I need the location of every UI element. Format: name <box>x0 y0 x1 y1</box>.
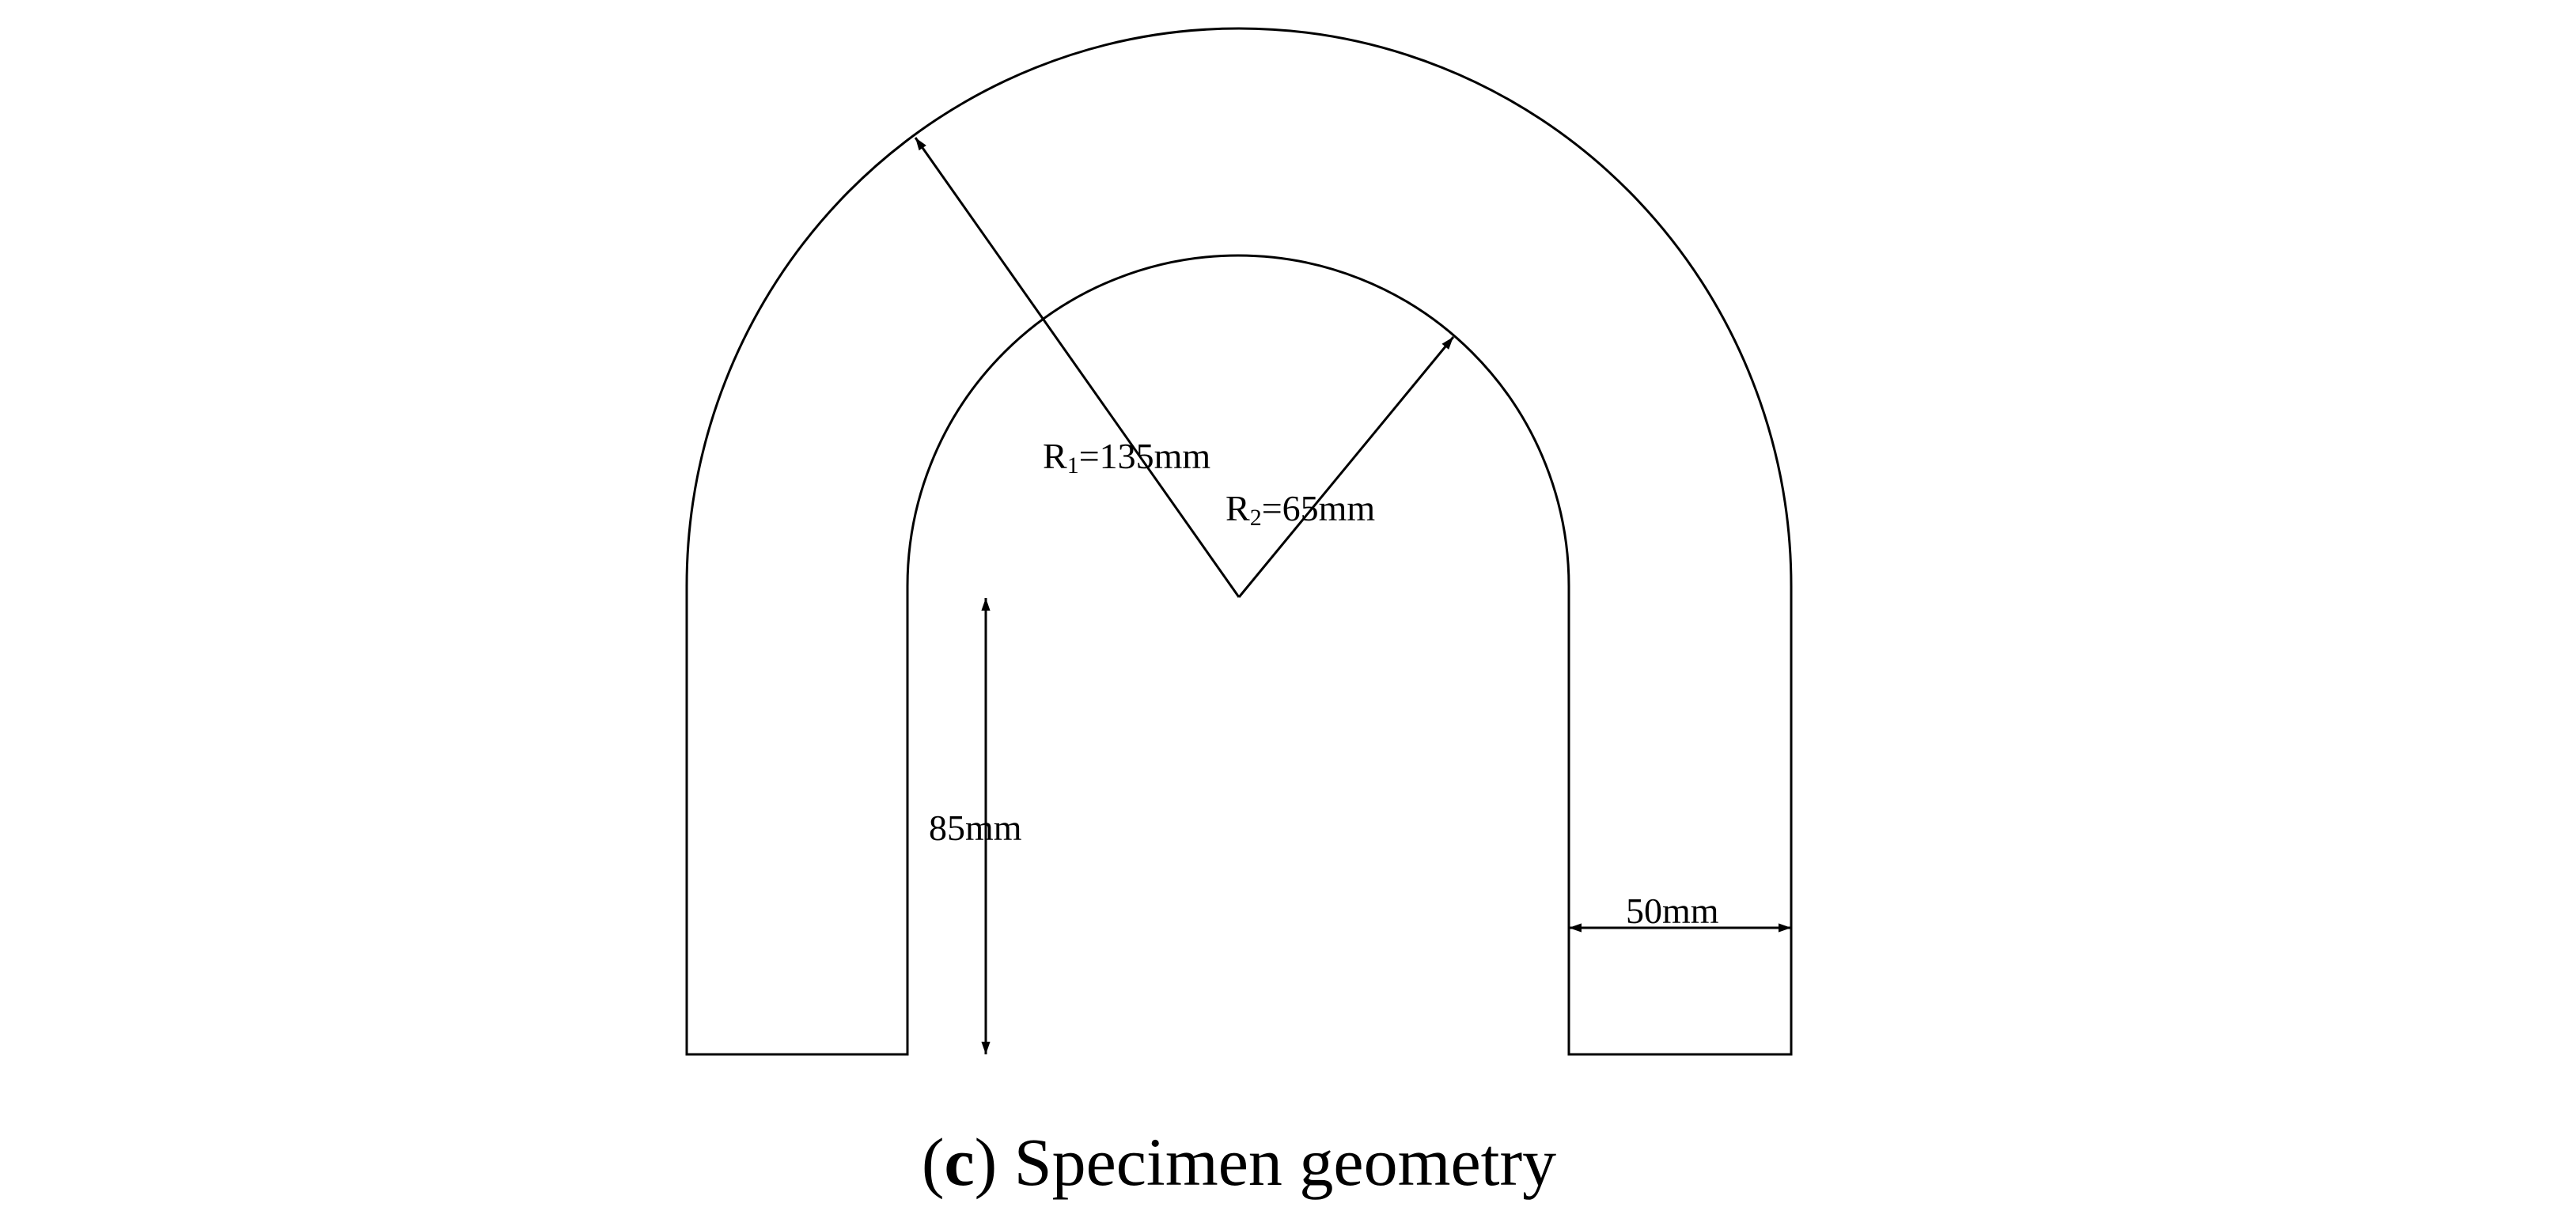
inner-radius-label: R2=65mm <box>1225 488 1375 531</box>
outer-radius-label: R1=135mm <box>1043 436 1210 479</box>
width-label: 50mm <box>1626 891 1719 931</box>
figure-caption: (c) Specimen geometry <box>922 1124 1556 1200</box>
outer-radius-dimension-line <box>914 137 1241 598</box>
specimen-outline <box>685 27 1793 1056</box>
inner-radius-dimension-line <box>1237 336 1455 598</box>
leg-length-label: 85mm <box>929 808 1022 848</box>
